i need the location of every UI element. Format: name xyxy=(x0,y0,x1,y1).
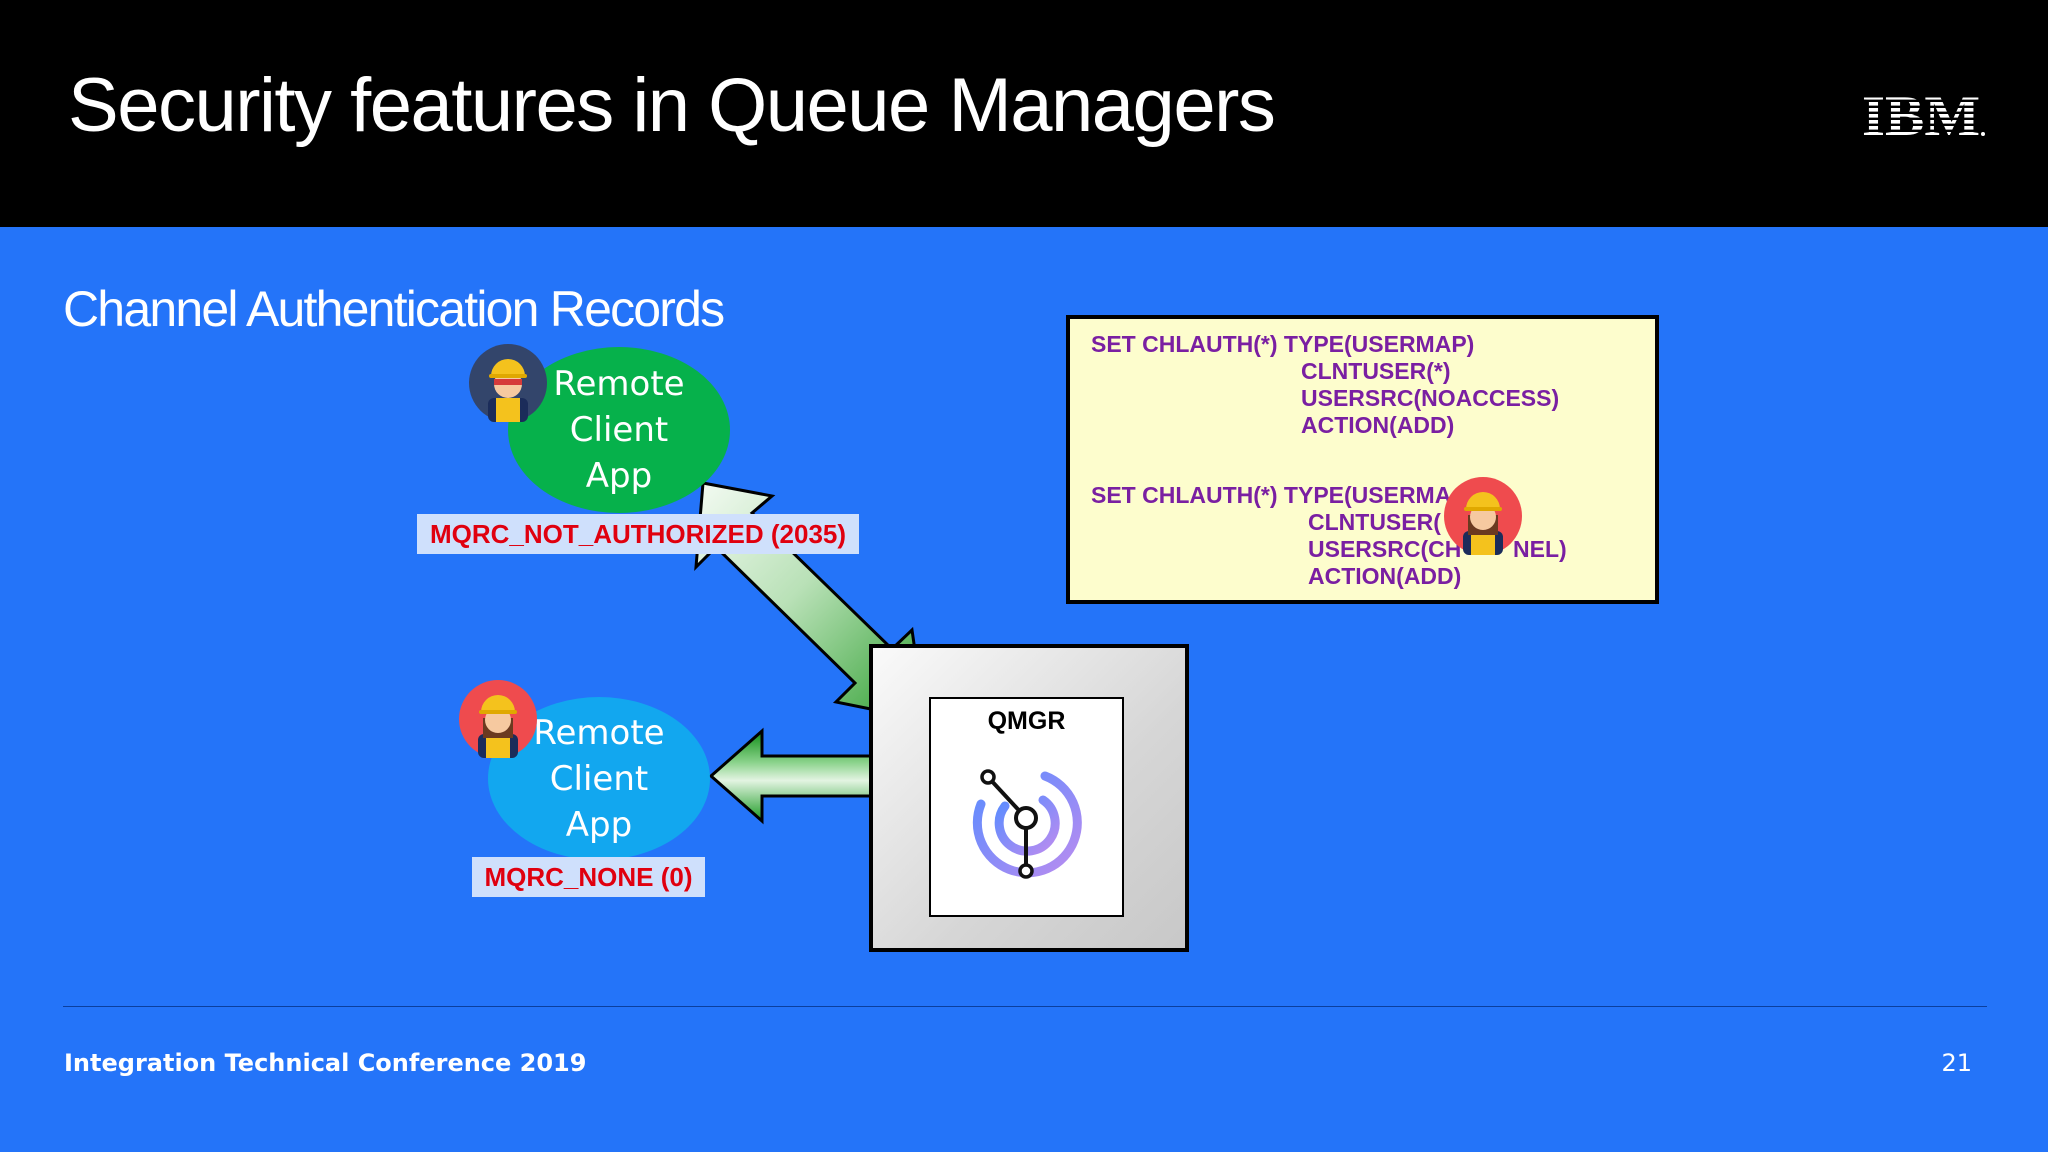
footer-conference-title: Integration Technical Conference 2019 xyxy=(64,1049,587,1077)
section-subtitle: Channel Authentication Records xyxy=(63,281,725,337)
code-line: SET CHLAUTH(*) TYPE(USERMAP) xyxy=(1091,331,1475,357)
code-line: SET CHLAUTH(*) TYPE(USERMA xyxy=(1091,482,1452,508)
remote-client-app-top: Remote Client App xyxy=(508,347,730,513)
client-label-line: Client xyxy=(569,410,669,450)
ibm-logo-text: IBM xyxy=(1862,90,1980,138)
qmgr-label: QMGR xyxy=(987,707,1066,735)
code-line: USERSRC(NOACCESS) xyxy=(1301,385,1560,411)
code-fragment: NEL) xyxy=(1513,536,1567,562)
chlauth-commands-box: SET CHLAUTH(*) TYPE(USERMAP) CLNTUSER(*)… xyxy=(1066,315,1659,604)
user-avatar-icon xyxy=(459,680,537,758)
client-label-line: Client xyxy=(549,758,649,799)
qmgr-panel: QMGR xyxy=(929,697,1124,917)
mq-queue-manager-icon xyxy=(972,769,1082,879)
client-label-line: Remote xyxy=(553,364,685,404)
client-label-line: App xyxy=(565,804,633,845)
page-number: 21 xyxy=(1941,1049,1972,1077)
error-code-label: MQRC_NOT_AUTHORIZED (2035) xyxy=(417,514,859,554)
header-bar: Security features in Queue Managers IBM xyxy=(0,0,2048,227)
client-label-line: Remote xyxy=(533,712,665,753)
remote-client-app-bottom: Remote Client App xyxy=(488,697,710,860)
footer-divider xyxy=(63,1006,1987,1007)
slide-title: Security features in Queue Managers xyxy=(68,63,1276,148)
code-line: ACTION(ADD) xyxy=(1308,563,1462,589)
client-label-line: App xyxy=(585,456,653,496)
code-line: CLNTUSER(*) xyxy=(1301,358,1451,384)
code-line: USERSRC(CH xyxy=(1308,536,1462,562)
success-code-label: MQRC_NONE (0) xyxy=(472,857,705,897)
code-line: CLNTUSER( xyxy=(1308,509,1441,535)
user-avatar-icon xyxy=(1444,477,1522,555)
code-line: ACTION(ADD) xyxy=(1301,412,1455,438)
ibm-logo: IBM xyxy=(1862,90,1985,138)
user-avatar-icon xyxy=(469,344,547,422)
